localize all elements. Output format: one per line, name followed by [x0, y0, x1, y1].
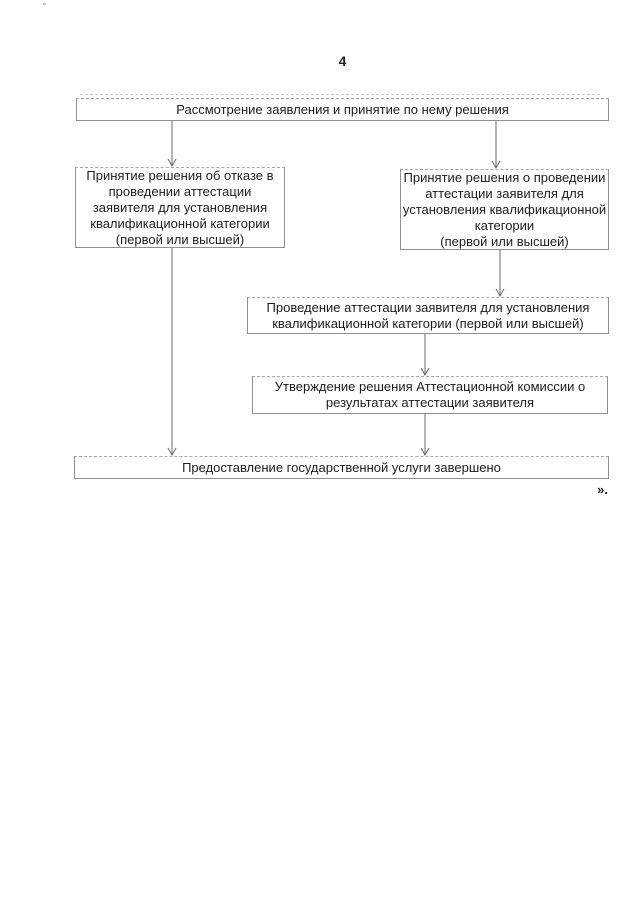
flowchart-node-review-application: Рассмотрение заявления и принятие по нем…: [76, 98, 609, 121]
arrow-review-to-approve: [491, 121, 501, 170]
flowchart-node-confirm-decision: Утверждение решения Аттестационной комис…: [252, 376, 608, 414]
node-text: Утверждение решения Аттестационной комис…: [274, 379, 586, 410]
arrow-conduct-to-confirm: [420, 334, 430, 377]
node-text: Предоставление государственной услуги за…: [182, 459, 501, 475]
arrow-refuse-to-done: [167, 248, 177, 457]
closing-quote-mark: ».: [597, 482, 608, 497]
flowchart-node-conduct-attestation: Проведение аттестации заявителя для уста…: [247, 297, 609, 334]
page-number: 4: [338, 53, 347, 69]
node-text: Проведение аттестации заявителя для уста…: [266, 299, 590, 331]
flowchart-node-service-completed: Предоставление государственной услуги за…: [74, 456, 609, 479]
node-text: Рассмотрение заявления и принятие по нем…: [176, 101, 509, 117]
arrow-approve-to-conduct: [495, 250, 505, 298]
arrow-confirm-to-done: [420, 414, 430, 457]
arrow-review-to-refuse: [167, 121, 177, 168]
scan-artifact-line: [80, 94, 600, 95]
scan-speck: [43, 3, 46, 5]
